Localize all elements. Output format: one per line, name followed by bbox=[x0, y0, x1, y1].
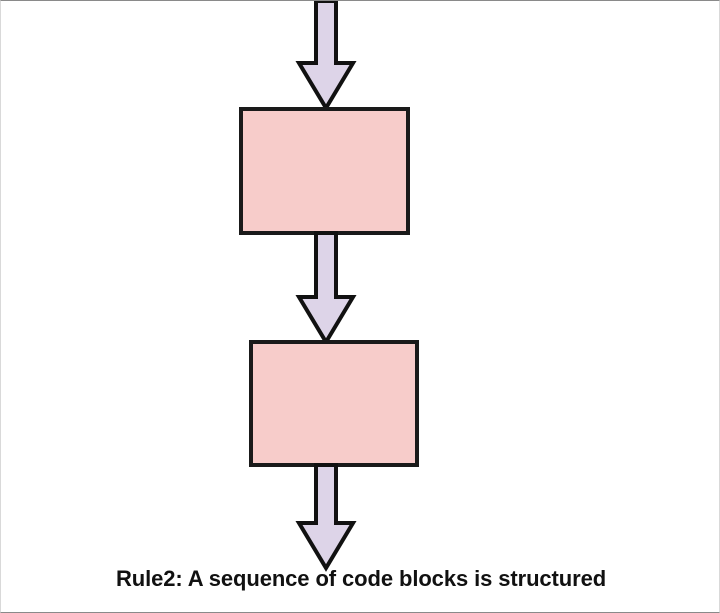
block-2[interactable] bbox=[249, 340, 419, 467]
arrow-entry bbox=[295, 1, 357, 112]
block-1-rect[interactable] bbox=[239, 107, 410, 235]
block-1[interactable] bbox=[239, 107, 410, 235]
arrow-exit-shape bbox=[295, 463, 357, 572]
arrow-exit bbox=[295, 463, 357, 572]
arrow-entry-shape bbox=[295, 1, 357, 112]
arrow-between bbox=[295, 231, 357, 346]
arrow-between-shape bbox=[295, 231, 357, 346]
block-2-rect[interactable] bbox=[249, 340, 419, 467]
figure-caption: Rule2: A sequence of code blocks is stru… bbox=[115, 566, 607, 591]
